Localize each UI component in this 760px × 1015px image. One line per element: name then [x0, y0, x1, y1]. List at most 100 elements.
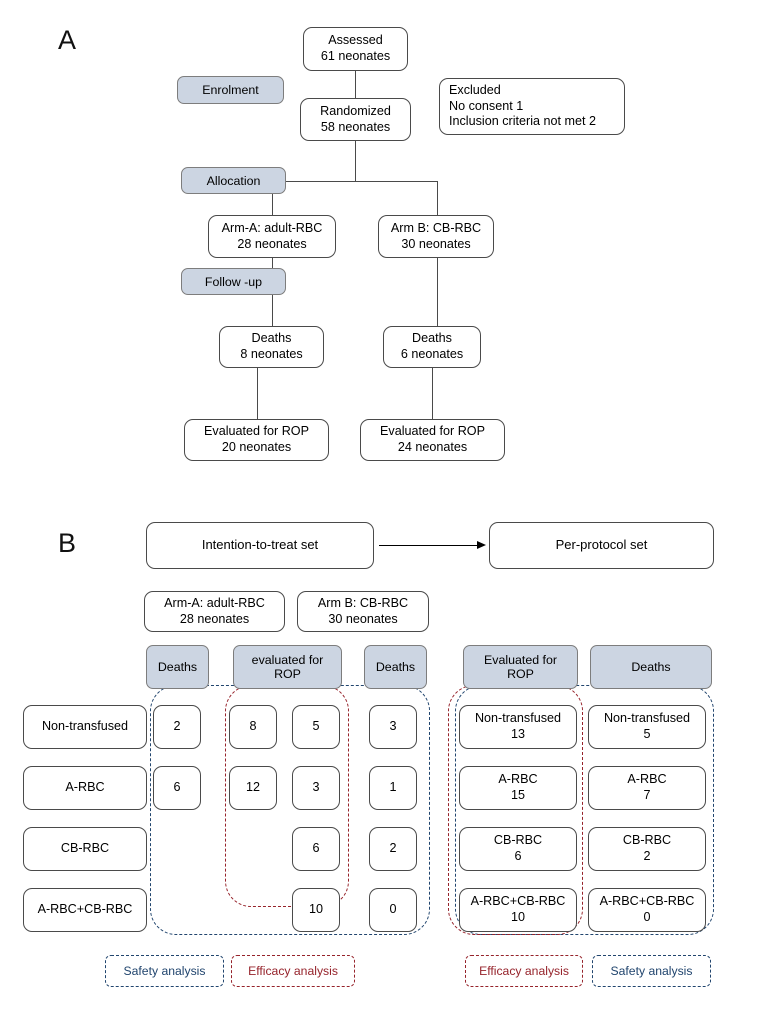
cell-value: 13	[510, 727, 525, 741]
stage-allocation-label: Allocation	[206, 173, 261, 188]
node-b-arm-b: Arm B: CB-RBC 30 neonates	[297, 591, 429, 632]
legend-label: Efficacy analysis	[479, 964, 569, 978]
cell-itt-deaths-b-row4: 0	[369, 888, 417, 932]
legend-efficacy-analysis-right: Efficacy analysis	[465, 955, 583, 987]
header-pp-deaths-label: Deaths	[631, 660, 671, 674]
cell-itt-deaths-b-row1: 3	[369, 705, 417, 749]
itt-set-label: Intention-to-treat set	[201, 537, 319, 553]
cell-value: 5	[643, 727, 651, 741]
row-label-a-rbc-plus-cb-rbc: A-RBC+CB-RBC	[23, 888, 147, 932]
node-randomized: Randomized 58 neonates	[300, 98, 411, 141]
node-arm-a-line2: 28 neonates	[237, 236, 307, 251]
cell-label: Non-transfused	[603, 711, 691, 726]
node-deaths-b-line1: Deaths	[412, 331, 452, 346]
cell-pp-rop-row1: Non-transfused 13	[459, 705, 577, 749]
node-rop-a-line1: Evaluated for ROP	[204, 424, 309, 439]
cell-value: 15	[510, 788, 525, 802]
header-itt-evaluated-rop: evaluated for ROP	[233, 645, 342, 689]
stage-followup-label: Follow -up	[204, 274, 263, 289]
arrow-itt-to-pp-head	[477, 541, 486, 549]
b-arm-b-line1: Arm B: CB-RBC	[317, 595, 409, 610]
header-pp-evaluated-rop: Evaluated for ROP	[463, 645, 578, 689]
cell-value: 6	[312, 841, 320, 856]
connector-randomized-split	[355, 140, 357, 182]
node-assessed-line2: 61 neonates	[320, 49, 391, 63]
node-arm-b: Arm B: CB-RBC 30 neonates	[378, 215, 494, 258]
cell-itt-rop-right-row3: 6	[292, 827, 340, 871]
node-pp-set: Per-protocol set	[489, 522, 714, 569]
legend-efficacy-analysis-left: Efficacy analysis	[231, 955, 355, 987]
node-excluded-line3: Inclusion criteria not met 2	[449, 114, 596, 129]
connector-to-arm-b	[437, 181, 439, 215]
row-label-non-transfused: Non-transfused	[23, 705, 147, 749]
connector-assessed-randomized	[355, 70, 357, 99]
b-arm-a-line1: Arm-A: adult-RBC	[164, 595, 265, 610]
cell-label: CB-RBC	[493, 833, 543, 848]
row-label-text: Non-transfused	[41, 719, 129, 734]
stage-enrolment: Enrolment	[177, 76, 284, 104]
cell-value: 10	[510, 910, 525, 924]
stage-follow-up: Follow -up	[181, 268, 286, 295]
row-label-text: CB-RBC	[60, 841, 110, 856]
legend-label: Safety analysis	[123, 964, 206, 978]
cell-itt-rop-right-row2: 3	[292, 766, 340, 810]
cell-value: 10	[308, 902, 323, 917]
node-rop-arm-b: Evaluated for ROP 24 neonates	[360, 419, 505, 461]
cell-value: 1	[389, 780, 397, 795]
cell-itt-deaths-b-row3: 2	[369, 827, 417, 871]
node-deaths-arm-b: Deaths 6 neonates	[383, 326, 481, 368]
cell-pp-deaths-row2: A-RBC 7	[588, 766, 706, 810]
node-arm-a-line1: Arm-A: adult-RBC	[221, 220, 323, 235]
legend-safety-analysis-left: Safety analysis	[105, 955, 224, 987]
cell-label: A-RBC	[498, 772, 538, 787]
cell-value: 6	[173, 780, 181, 795]
header-itt-rop-label: evaluated for ROP	[251, 653, 324, 681]
node-b-arm-a: Arm-A: adult-RBC 28 neonates	[144, 591, 285, 632]
cell-value: 5	[312, 719, 320, 734]
panel-a-letter: A	[58, 25, 77, 55]
cell-label: CB-RBC	[622, 833, 672, 848]
node-arm-b-line1: Arm B: CB-RBC	[390, 220, 482, 235]
connector-to-arm-a	[272, 181, 274, 215]
connector-allocation-horizontal	[272, 181, 438, 183]
b-arm-a-line2: 28 neonates	[179, 611, 250, 626]
cell-label: A-RBC	[627, 772, 667, 787]
header-pp-deaths: Deaths	[590, 645, 712, 689]
cell-label: A-RBC+CB-RBC	[599, 894, 695, 909]
arrow-itt-to-pp-line	[379, 545, 477, 547]
node-rop-b-line1: Evaluated for ROP	[380, 424, 485, 439]
node-randomized-line1: Randomized	[320, 103, 391, 118]
cell-value: 6	[514, 849, 522, 863]
cell-itt-deaths-a-row1: 2	[153, 705, 201, 749]
cell-value: 2	[173, 719, 181, 734]
node-rop-arm-a: Evaluated for ROP 20 neonates	[184, 419, 329, 461]
row-label-cb-rbc: CB-RBC	[23, 827, 147, 871]
cell-value: 3	[312, 780, 320, 795]
b-arm-b-line2: 30 neonates	[328, 611, 398, 626]
cell-value: 8	[249, 719, 257, 734]
header-itt-deaths-arm-a: Deaths	[146, 645, 209, 689]
row-label-a-rbc: A-RBC	[23, 766, 147, 810]
cell-pp-deaths-row3: CB-RBC 2	[588, 827, 706, 871]
node-deaths-a-line2: 8 neonates	[240, 347, 303, 361]
node-deaths-arm-a: Deaths 8 neonates	[219, 326, 324, 368]
cell-value: 7	[643, 788, 651, 802]
cell-value: 3	[389, 719, 397, 734]
cell-itt-deaths-a-row2: 6	[153, 766, 201, 810]
cell-value: 12	[245, 780, 260, 795]
cell-pp-rop-row3: CB-RBC 6	[459, 827, 577, 871]
row-label-text: A-RBC+CB-RBC	[37, 902, 133, 917]
cell-itt-rop-right-row1: 5	[292, 705, 340, 749]
cell-itt-rop-right-row4: 10	[292, 888, 340, 932]
node-excluded: Excluded No consent 1 Inclusion criteria…	[439, 78, 625, 135]
cell-value: 0	[643, 910, 651, 924]
panel-b-letter: B	[58, 528, 77, 558]
header-itt-deaths-b-label: Deaths	[375, 660, 416, 674]
header-pp-rop-label: Evaluated for ROP	[483, 653, 557, 681]
cell-pp-rop-row2: A-RBC 15	[459, 766, 577, 810]
cell-value: 2	[643, 849, 651, 863]
node-excluded-line1: Excluded	[449, 82, 501, 97]
legend-label: Safety analysis	[610, 964, 693, 978]
header-itt-deaths-a-label: Deaths	[157, 660, 198, 674]
